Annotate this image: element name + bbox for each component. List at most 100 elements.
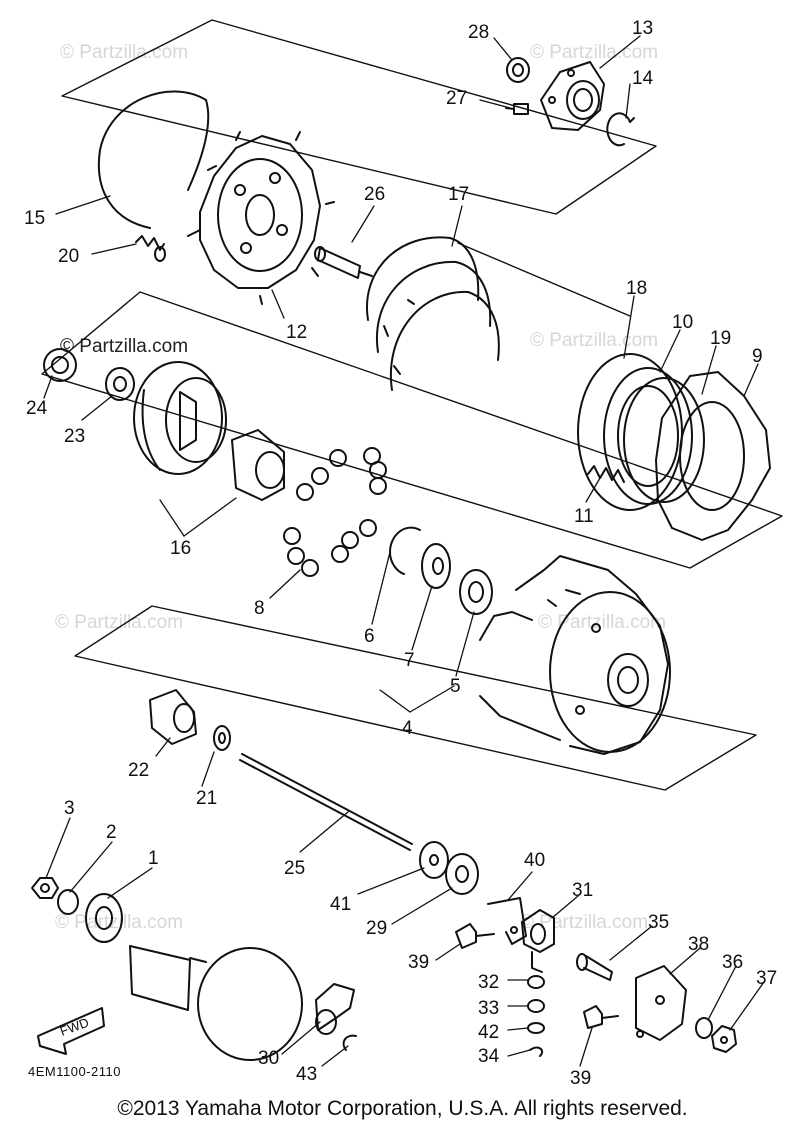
callout-8: 8 bbox=[254, 598, 265, 619]
callout-27: 27 bbox=[446, 88, 467, 109]
callout-14: 14 bbox=[632, 68, 654, 89]
callout-13: 13 bbox=[632, 18, 653, 39]
callout-25: 25 bbox=[284, 858, 305, 879]
guide-line bbox=[457, 242, 631, 317]
part-30-lever bbox=[315, 983, 355, 1035]
part-40-bracket bbox=[487, 897, 527, 945]
part-35-adjuster-screw bbox=[576, 953, 613, 981]
callout-39b: 39 bbox=[570, 1068, 591, 1089]
part-29-bearing bbox=[445, 853, 479, 895]
part-10-clutch-plate bbox=[603, 367, 693, 505]
part-38-bracket bbox=[635, 965, 687, 1041]
callout-22: 22 bbox=[128, 760, 149, 781]
part-4-clutch-housing bbox=[479, 555, 671, 755]
part-42-washer bbox=[527, 1022, 545, 1034]
callout-9: 9 bbox=[752, 346, 763, 367]
forward-arrow: FWD bbox=[37, 1007, 105, 1055]
callout-20: 20 bbox=[58, 246, 79, 267]
outline-upper-group bbox=[61, 19, 657, 215]
callout-32: 32 bbox=[478, 972, 499, 993]
part-41-washer bbox=[419, 841, 449, 879]
primary-drive-shaft bbox=[129, 945, 303, 1061]
part-32-nut bbox=[527, 975, 545, 989]
callout-1: 1 bbox=[148, 848, 159, 869]
callout-35: 35 bbox=[648, 912, 669, 933]
callout-38: 38 bbox=[688, 934, 709, 955]
part-14-circlip bbox=[606, 112, 635, 147]
callout-26: 26 bbox=[364, 184, 385, 205]
part-23-lock-washer bbox=[105, 367, 135, 401]
watermark-text: © Partzilla.com bbox=[538, 612, 666, 633]
callout-31: 31 bbox=[572, 880, 593, 901]
watermark-text: © Partzilla.com bbox=[60, 336, 188, 357]
leader-lines bbox=[43, 35, 765, 1067]
callout-11: 11 bbox=[574, 506, 594, 527]
callout-6: 6 bbox=[364, 626, 375, 647]
part-7-washer bbox=[421, 543, 451, 589]
callout-39a: 39 bbox=[408, 952, 429, 973]
outline-middle-group bbox=[41, 291, 783, 569]
callout-17: 17 bbox=[448, 184, 469, 205]
callout-37: 37 bbox=[756, 968, 777, 989]
part-36-washer bbox=[695, 1017, 713, 1039]
callout-36: 36 bbox=[722, 952, 743, 973]
callout-7: 7 bbox=[404, 650, 415, 671]
part-5-bearing bbox=[459, 569, 493, 615]
callout-15: 15 bbox=[24, 208, 45, 229]
part-22-collar bbox=[149, 689, 197, 745]
watermark-text: © Partzilla.com bbox=[60, 42, 188, 63]
part-8-balls bbox=[283, 447, 387, 577]
part-12-pressure-plate bbox=[187, 131, 335, 305]
part-39-screw bbox=[583, 1005, 619, 1029]
part-2-washer bbox=[57, 889, 79, 915]
part-26-push-rod bbox=[314, 246, 373, 279]
part-17-friction-plates bbox=[365, 236, 500, 391]
callout-2: 2 bbox=[106, 822, 117, 843]
part-11-spring bbox=[587, 465, 625, 483]
part-31-lever bbox=[521, 909, 555, 973]
part-9-plate bbox=[655, 371, 771, 541]
part-33-washer bbox=[527, 999, 545, 1013]
part-13-bearing-housing bbox=[540, 61, 605, 131]
callout-29: 29 bbox=[366, 918, 387, 939]
part-18-friction-plate bbox=[577, 353, 683, 511]
part-21-washer bbox=[213, 725, 231, 751]
watermark-text: © Partzilla.com bbox=[520, 912, 648, 933]
callout-5: 5 bbox=[450, 676, 461, 697]
callout-10: 10 bbox=[672, 312, 693, 333]
callouts: 28 13 14 27 15 20 12 26 17 18 10 19 9 11… bbox=[24, 18, 777, 1089]
callout-30: 30 bbox=[258, 1048, 279, 1069]
callout-33: 33 bbox=[478, 998, 499, 1019]
part-19-friction-plate bbox=[623, 377, 705, 503]
callout-16: 16 bbox=[170, 538, 191, 559]
part-39-screw bbox=[455, 923, 495, 949]
callout-28: 28 bbox=[468, 22, 489, 43]
watermark-text: © Partzilla.com bbox=[530, 330, 658, 351]
part-28-bearing bbox=[506, 57, 530, 83]
watermark-text: © Partzilla.com bbox=[55, 612, 183, 633]
callout-4: 4 bbox=[402, 718, 413, 739]
part-16-primary-driven-gear bbox=[133, 361, 227, 475]
part-3-nut bbox=[31, 877, 59, 899]
part-15-wire-ring bbox=[97, 90, 210, 229]
diagram-code: 4EM1100-2110 bbox=[28, 1064, 121, 1079]
callout-41: 41 bbox=[330, 894, 351, 915]
callout-40: 40 bbox=[524, 850, 545, 871]
copyright-notice: ©2013 Yamaha Motor Corporation, U.S.A. A… bbox=[117, 1097, 688, 1120]
outline-lower-group bbox=[74, 605, 757, 791]
part-20-spring bbox=[135, 235, 166, 262]
callout-19: 19 bbox=[710, 328, 731, 349]
callout-34: 34 bbox=[478, 1046, 500, 1067]
callout-24: 24 bbox=[26, 398, 48, 419]
callout-42: 42 bbox=[478, 1022, 499, 1043]
callout-43: 43 bbox=[296, 1064, 317, 1085]
part-1-gear bbox=[85, 893, 123, 943]
watermark-text: © Partzilla.com bbox=[530, 42, 658, 63]
part-34-clip bbox=[529, 1046, 544, 1057]
callout-12: 12 bbox=[286, 322, 307, 343]
part-25-long-push-rod bbox=[239, 753, 413, 851]
callout-23: 23 bbox=[64, 426, 85, 447]
callout-3: 3 bbox=[64, 798, 75, 819]
